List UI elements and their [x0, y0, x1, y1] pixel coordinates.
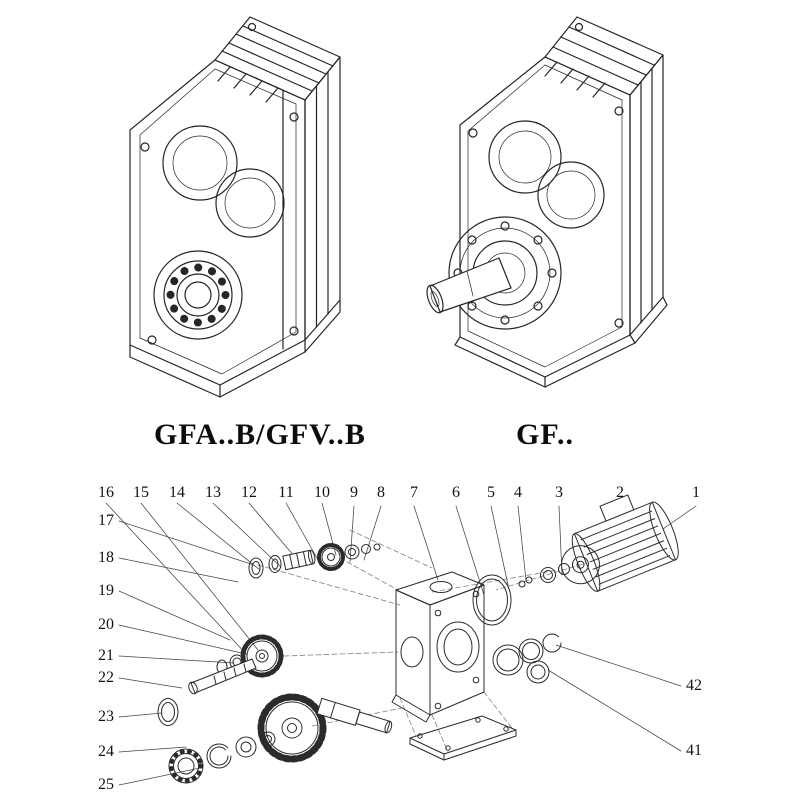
part-number-24: 24: [98, 743, 114, 760]
part-number-11: 11: [278, 484, 294, 501]
output-bearing: [153, 250, 243, 340]
exploded-parts-drawing: [105, 494, 697, 786]
part-number-18: 18: [98, 549, 114, 566]
part-number-14: 14: [169, 484, 185, 501]
base-gasket: [409, 715, 517, 761]
part-number-42: 42: [686, 677, 702, 694]
model-label-gfab-gfvb: GFA..B/GFV..B: [154, 418, 366, 451]
output-shaft: [426, 257, 512, 314]
side-ribs: [282, 71, 329, 350]
bearing-set: [168, 731, 276, 784]
part-number-25: 25: [98, 776, 114, 793]
part-number-3: 3: [555, 484, 563, 501]
gear-housing: [391, 571, 485, 723]
output-gear: [257, 693, 327, 763]
motor: [560, 494, 679, 592]
output-flange: [448, 216, 562, 330]
bolt-holes: [468, 22, 624, 328]
construction-lines: [257, 529, 591, 753]
part-number-2: 2: [616, 484, 624, 501]
bolt-holes: [140, 22, 299, 345]
part-number-7: 7: [410, 484, 418, 501]
housing-outline: [129, 16, 341, 386]
input-shaft-assembly: [248, 543, 381, 579]
part-number-13: 13: [205, 484, 221, 501]
part-number-23: 23: [98, 708, 114, 725]
part-number-20: 20: [98, 616, 114, 633]
cooling-fins: [217, 25, 334, 103]
part-number-16: 16: [98, 484, 114, 501]
part-number-17: 17: [98, 512, 114, 529]
part-number-9: 9: [350, 484, 358, 501]
pinion-shaft: [188, 658, 257, 695]
part-number-1: 1: [692, 484, 700, 501]
oil-seal: [157, 698, 179, 726]
part-number-8: 8: [377, 484, 385, 501]
part-number-41: 41: [686, 742, 702, 759]
bore-openings: [162, 125, 285, 238]
bore-openings: [488, 120, 605, 229]
cooling-fins: [544, 26, 655, 98]
output-shaft: [316, 697, 393, 734]
part-number-19: 19: [98, 582, 114, 599]
housing-outline: [459, 16, 664, 378]
model-label-gf: GF..: [516, 418, 574, 451]
mounting-base: [454, 296, 668, 388]
part-number-4: 4: [514, 484, 522, 501]
part-number-5: 5: [487, 484, 495, 501]
gearbox-drawing-gf: [426, 16, 668, 388]
side-ribs: [640, 68, 653, 324]
mounting-feet: [129, 299, 341, 398]
part-number-21: 21: [98, 647, 114, 664]
gearbox-drawing-gfab-gfvb: [129, 16, 341, 398]
leader-lines: [105, 502, 697, 786]
part-number-10: 10: [314, 484, 330, 501]
part-number-6: 6: [452, 484, 460, 501]
part-number-15: 15: [133, 484, 149, 501]
housing-oring: [472, 574, 512, 626]
part-number-12: 12: [241, 484, 257, 501]
retaining-ring-set: [492, 633, 562, 684]
part-number-22: 22: [98, 669, 114, 686]
motor-fasteners: [518, 563, 570, 588]
